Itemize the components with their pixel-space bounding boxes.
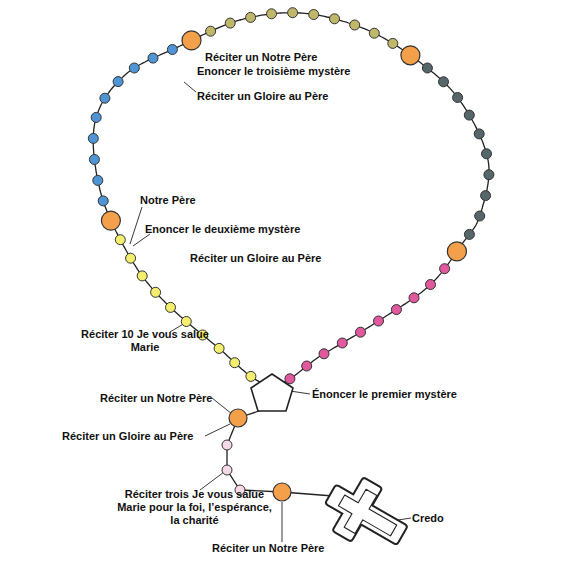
hail-mary-bead: [474, 129, 484, 139]
our-father-bead: [101, 211, 120, 230]
leader-line: [130, 207, 142, 244]
callout-text: Réciter un Gloire au Père: [62, 430, 232, 443]
crucifix: [319, 471, 414, 558]
hail-mary-bead: [440, 264, 450, 274]
hail-mary-bead: [302, 361, 312, 371]
leader-line: [205, 424, 230, 436]
hail-mary-bead: [484, 170, 494, 180]
leader-line: [290, 391, 310, 394]
hail-mary-bead: [391, 305, 401, 315]
hail-mary-bead: [388, 38, 398, 48]
our-father-bead: [182, 31, 201, 50]
hail-mary-bead: [126, 253, 136, 263]
hail-mary-bead: [319, 349, 329, 359]
leader-line: [184, 82, 196, 92]
hail-mary-bead: [330, 14, 340, 24]
hail-mary-bead: [88, 133, 98, 143]
our-father-bead: [447, 242, 466, 261]
hail-mary-bead: [222, 440, 232, 450]
hail-mary-bead: [481, 191, 491, 201]
hail-mary-bead: [288, 8, 298, 18]
hail-mary-bead: [309, 10, 319, 20]
our-father-bead: [401, 46, 420, 65]
our-father-bead: [273, 483, 291, 501]
callout-text: Réciter un Gloire au Père: [190, 252, 390, 265]
leader-lines: [130, 82, 411, 542]
callout-text: Credo: [412, 512, 472, 525]
hail-mary-bead: [464, 229, 474, 239]
leader-line: [212, 398, 232, 414]
hail-mary-bead: [409, 293, 419, 303]
leader-line: [133, 234, 150, 246]
hail-mary-bead: [350, 20, 360, 30]
hail-mary-bead: [422, 63, 432, 73]
hail-mary-bead: [337, 338, 347, 348]
hail-mary-bead: [453, 93, 463, 103]
hail-mary-bead: [426, 280, 436, 290]
hail-mary-bead: [113, 77, 123, 87]
hail-mary-bead: [93, 175, 103, 185]
hail-mary-bead: [246, 371, 256, 381]
callout-text: Énoncer le premier mystère: [312, 388, 532, 401]
hail-mary-bead: [148, 53, 158, 63]
hail-mary-bead: [475, 211, 485, 221]
hail-mary-bead: [464, 110, 474, 120]
hail-mary-bead: [267, 9, 277, 19]
callout-text: Enoncer le deuxième mystère: [145, 223, 345, 236]
hail-mary-bead: [89, 155, 99, 165]
hail-mary-bead: [129, 63, 139, 73]
cross-outline: [319, 471, 414, 558]
callout-text: Réciter un Gloire au Père: [197, 90, 397, 103]
hail-mary-bead: [137, 271, 147, 281]
cross-fill: [319, 471, 414, 558]
hail-mary-bead: [167, 45, 177, 55]
cross-inner-line: [331, 482, 405, 550]
hail-mary-bead: [225, 18, 235, 28]
hail-mary-bead: [222, 465, 232, 475]
hail-mary-bead: [91, 112, 101, 122]
hail-mary-bead: [98, 196, 108, 206]
hail-mary-bead: [151, 287, 161, 297]
hail-mary-bead: [439, 77, 449, 87]
hail-mary-bead: [100, 93, 110, 103]
callout-text: Notre Père: [140, 194, 240, 207]
hail-mary-bead: [482, 149, 492, 159]
callout-text: Réciter 10 Je vous salue Marie: [75, 328, 215, 354]
hail-mary-bead: [285, 374, 295, 384]
hail-mary-bead: [369, 28, 379, 38]
hail-mary-bead: [230, 358, 240, 368]
callout-text: Enoncer le troisième mystère: [197, 65, 397, 78]
hail-mary-bead: [206, 26, 216, 36]
leader-line: [398, 518, 411, 520]
hail-mary-bead: [166, 302, 176, 312]
leader-line: [282, 502, 283, 542]
bead-layer: [88, 8, 494, 384]
hail-mary-bead: [374, 316, 384, 326]
hail-mary-bead: [115, 235, 125, 245]
callout-text: Réciter un Notre Père: [100, 392, 240, 405]
hail-mary-bead: [356, 327, 366, 337]
hail-mary-bead: [246, 12, 256, 22]
hail-mary-bead: [181, 317, 191, 327]
centerpiece: [251, 374, 293, 411]
callout-text: Réciter un Notre Père: [212, 542, 412, 555]
leader-line: [200, 472, 224, 490]
hail-mary-bead: [214, 343, 224, 353]
callout-text: Réciter un Notre Père: [205, 51, 405, 64]
our-father-bead: [229, 409, 247, 427]
callout-text: Réciter trois Je vous salue Marie pour l…: [112, 488, 277, 527]
